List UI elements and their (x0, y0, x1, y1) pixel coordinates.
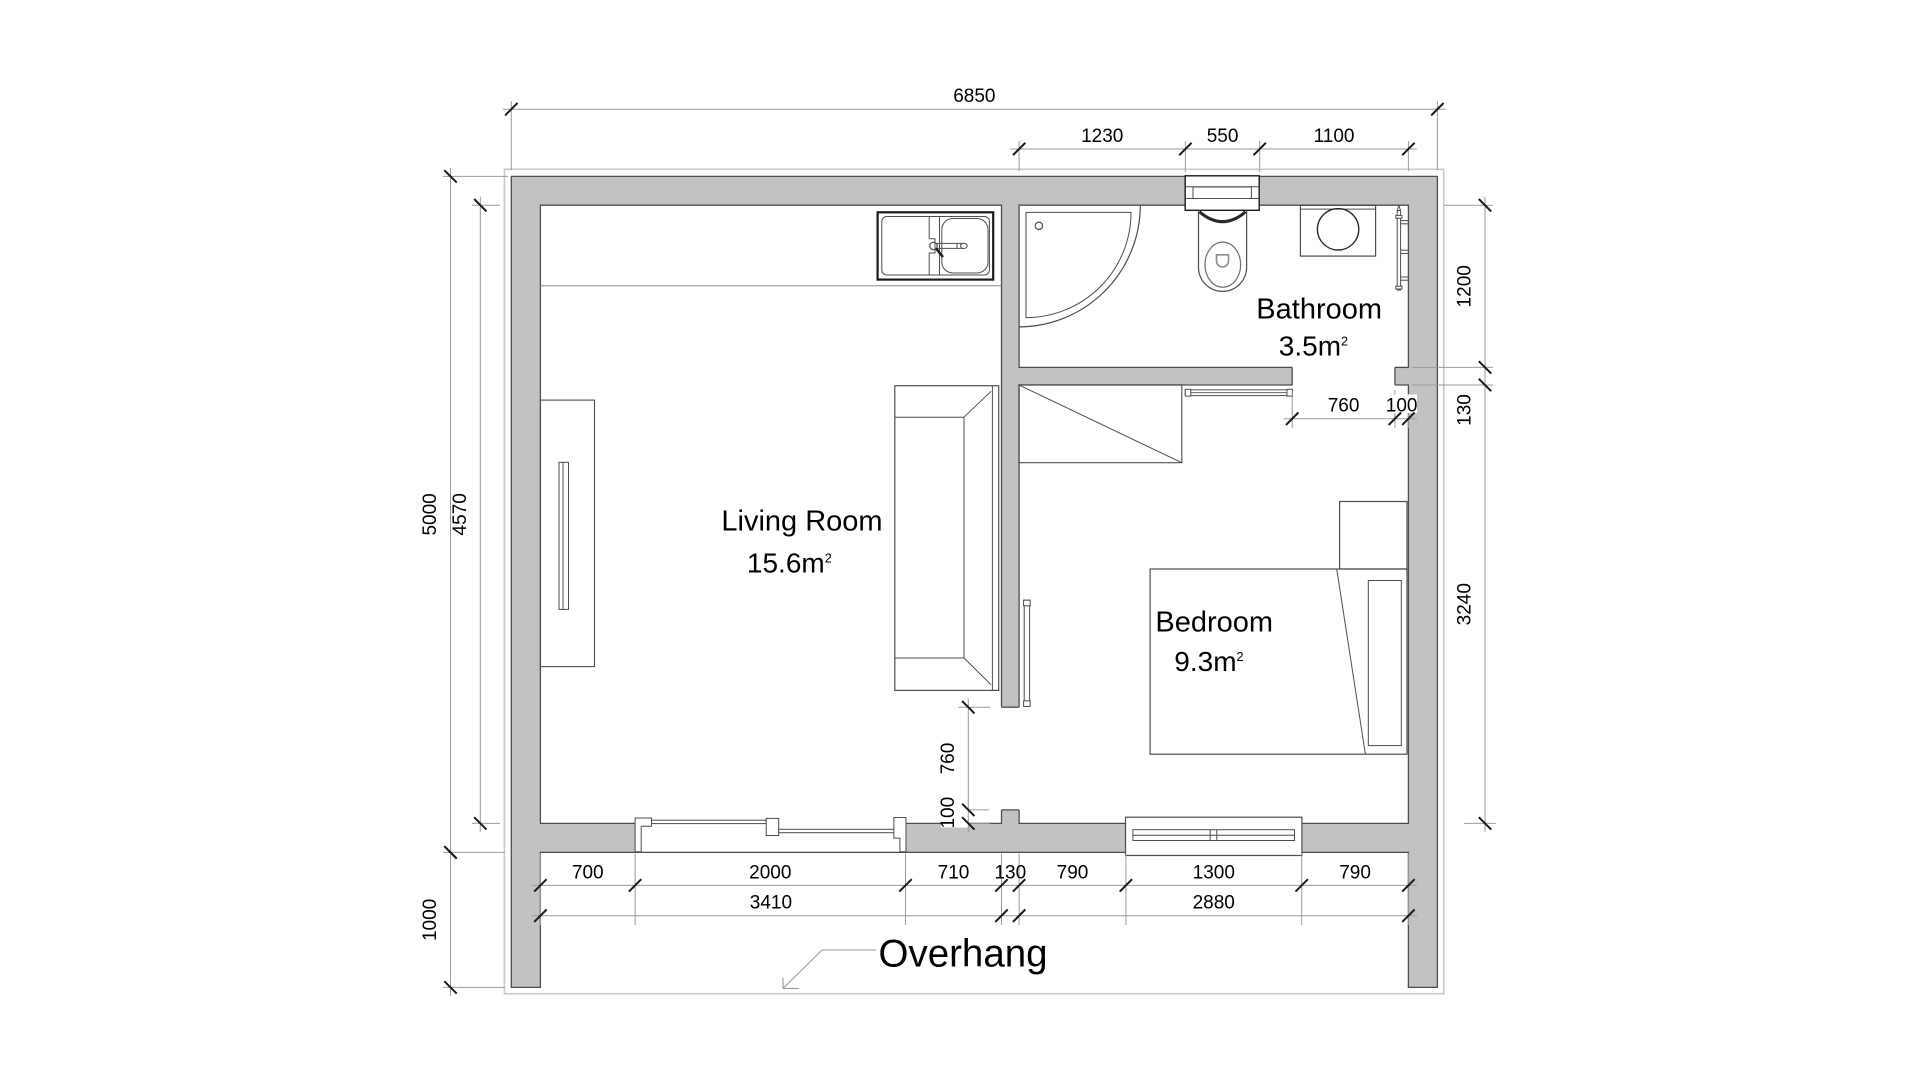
svg-text:2880: 2880 (1193, 893, 1235, 914)
svg-text:3240: 3240 (1455, 583, 1476, 625)
svg-text:1000: 1000 (420, 899, 441, 941)
svg-text:1100: 1100 (1314, 126, 1355, 147)
svg-text:1230: 1230 (1081, 126, 1123, 147)
svg-text:760: 760 (938, 743, 959, 775)
svg-text:100: 100 (1386, 396, 1418, 417)
svg-text:2000: 2000 (749, 862, 791, 883)
svg-text:9.3m2: 9.3m2 (1174, 646, 1243, 677)
svg-text:Bedroom: Bedroom (1155, 607, 1273, 639)
svg-text:5000: 5000 (420, 493, 441, 535)
svg-text:Living Room: Living Room (721, 506, 882, 538)
svg-text:Bathroom: Bathroom (1256, 293, 1382, 325)
svg-text:790: 790 (1339, 862, 1371, 883)
svg-text:550: 550 (1207, 126, 1239, 147)
svg-text:1300: 1300 (1193, 862, 1235, 883)
svg-text:15.6m2: 15.6m2 (747, 547, 832, 578)
svg-text:Overhang: Overhang (879, 932, 1048, 975)
svg-text:700: 700 (572, 862, 604, 883)
svg-text:3.5m2: 3.5m2 (1279, 330, 1348, 361)
svg-text:760: 760 (1328, 396, 1360, 417)
svg-text:1200: 1200 (1455, 265, 1476, 307)
svg-text:6850: 6850 (953, 86, 995, 107)
svg-text:130: 130 (994, 862, 1026, 883)
svg-text:100: 100 (938, 797, 959, 829)
svg-text:4570: 4570 (450, 493, 471, 535)
svg-text:3410: 3410 (750, 893, 792, 914)
svg-text:130: 130 (1455, 394, 1476, 426)
svg-text:790: 790 (1057, 862, 1089, 883)
svg-text:710: 710 (938, 862, 970, 883)
